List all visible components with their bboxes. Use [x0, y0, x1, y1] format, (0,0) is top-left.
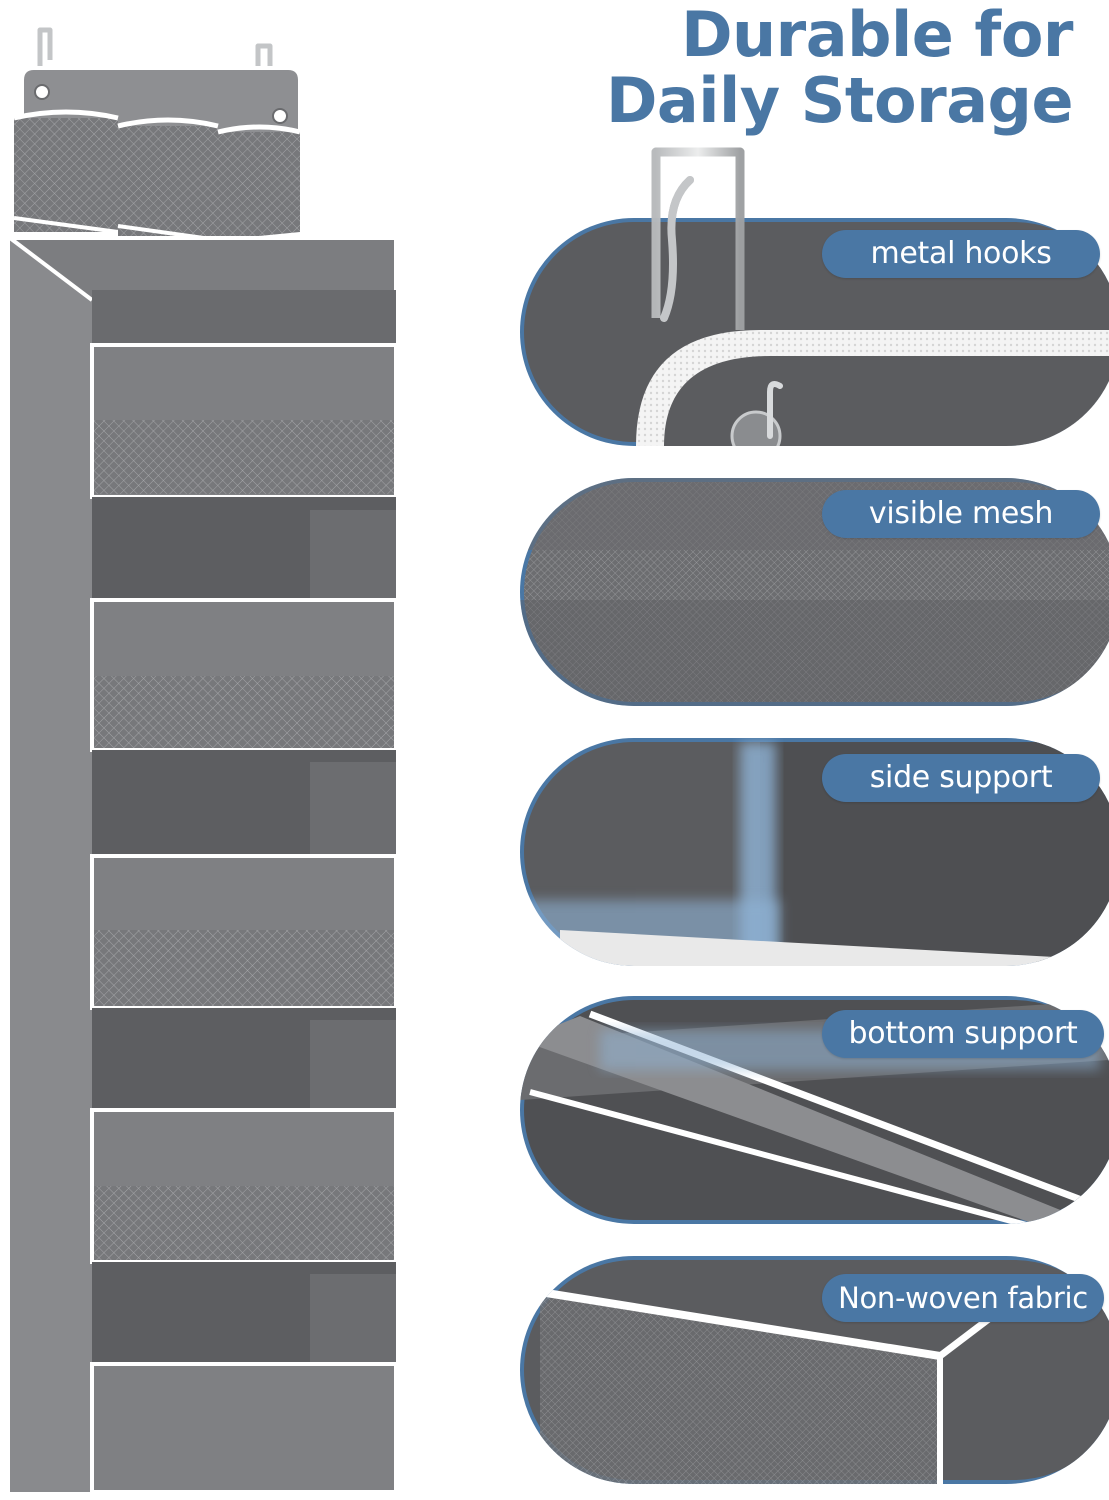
door-hook-left	[37, 27, 53, 88]
mesh-pocket	[13, 109, 119, 234]
feature-label-non-woven-fabric: Non-woven fabric	[822, 1274, 1104, 1322]
feature-label-metal-hooks: metal hooks	[822, 230, 1100, 278]
detail-metal-hooks	[520, 147, 1109, 446]
headline-line-1: Durable for	[681, 0, 1073, 71]
grommet	[34, 84, 50, 100]
shelves	[90, 343, 398, 1494]
mesh-pocket	[117, 117, 219, 242]
feature-label-side-support: side support	[822, 754, 1100, 802]
headline-line-2: Daily Storage	[605, 64, 1074, 137]
mesh-pocket	[217, 124, 301, 240]
feature-label-bottom-support: bottom support	[822, 1010, 1104, 1058]
grommet	[272, 108, 288, 124]
headline: Durable for Daily Storage	[605, 0, 1074, 137]
feature-label-visible-mesh: visible mesh	[822, 490, 1100, 538]
organizer	[8, 27, 398, 1494]
